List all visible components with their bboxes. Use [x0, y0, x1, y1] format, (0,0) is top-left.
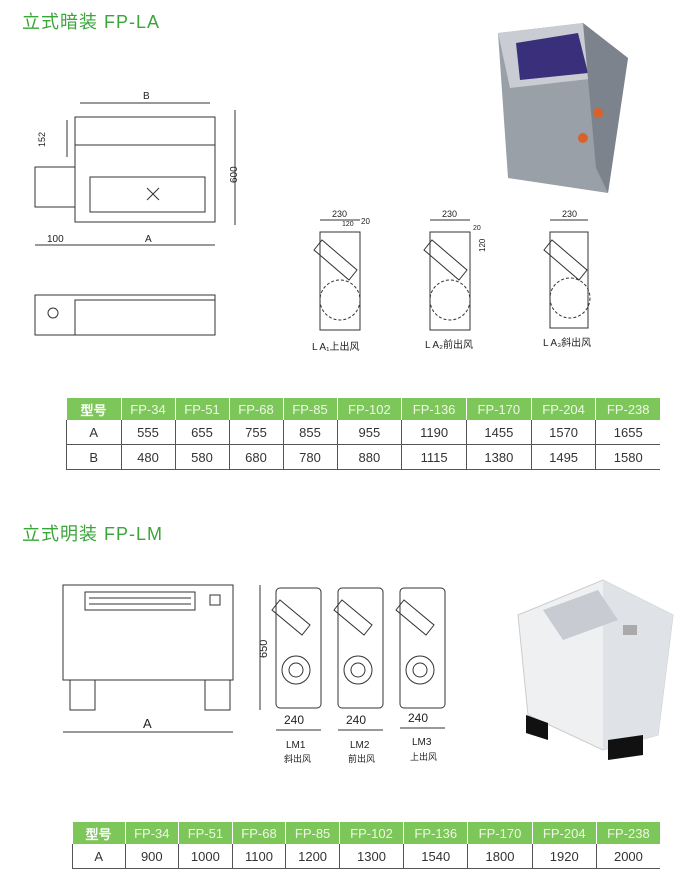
cell: 680	[229, 444, 284, 470]
cell: 1655	[595, 420, 660, 445]
fp-lm-dimension-table: 型号 FP-34 FP-51 FP-68 FP-85 FP-102 FP-136…	[72, 822, 660, 869]
dim-a: A	[143, 716, 152, 731]
dim-20: 20	[361, 217, 370, 226]
fp-la-dimension-table: 型号 FP-34 FP-51 FP-68 FP-85 FP-102 FP-136…	[66, 398, 660, 470]
header-cell: FP-170	[466, 398, 532, 420]
fp-lm-product-photo	[517, 579, 674, 760]
dim-b: B	[143, 91, 150, 102]
dim-120: 120	[478, 238, 487, 252]
header-cell: FP-68	[229, 398, 284, 420]
side-view-lm3: 240 LM3 上出风	[395, 587, 446, 762]
header-cell: FP-170	[467, 822, 533, 844]
cell: 1570	[531, 420, 597, 445]
cell: B	[66, 444, 122, 470]
cell: 955	[337, 420, 403, 445]
side-view-la1: 230 120 20 L A₁上出风	[312, 209, 370, 353]
cell: 1115	[401, 444, 467, 470]
table-header-row: 型号 FP-34 FP-51 FP-68 FP-85 FP-102 FP-136…	[72, 822, 660, 844]
dim-152: 152	[37, 132, 47, 147]
fp-la-front-drawing: B 152 600 100 A	[34, 91, 240, 336]
table-row: B 480 580 680 780 880 1115 1380 1495 158…	[66, 444, 660, 470]
side-view-label: 上出风	[410, 751, 437, 762]
header-cell: FP-136	[401, 398, 467, 420]
side-view-label: 斜出风	[284, 753, 311, 764]
cell: 1495	[531, 444, 597, 470]
header-cell: FP-51	[175, 398, 230, 420]
header-cell: FP-204	[531, 398, 597, 420]
cell: 1100	[232, 844, 287, 869]
dim-a: A	[145, 234, 152, 245]
cell: 1455	[466, 420, 532, 445]
side-view-la3: 230 L A₃斜出风	[543, 209, 591, 349]
fp-la-product-photo	[498, 23, 628, 193]
header-cell: FP-204	[532, 822, 597, 844]
side-view-lm2: 240 LM2 前出风	[333, 587, 384, 764]
header-cell: FP-238	[596, 822, 660, 844]
side-view-label: L A₁上出风	[312, 340, 359, 353]
side-view-label: 前出风	[348, 753, 375, 764]
cell: 1000	[178, 844, 233, 869]
dim-100: 100	[47, 234, 64, 245]
header-cell: FP-136	[403, 822, 469, 844]
dim-230: 230	[562, 209, 577, 219]
dim-20: 20	[473, 225, 481, 232]
side-view-label: L A₃斜出风	[543, 336, 591, 349]
cell: 1920	[532, 844, 597, 869]
dim-240: 240	[408, 711, 428, 725]
table-row: A 555 655 755 855 955 1190 1455 1570 165…	[66, 420, 660, 445]
cell: 900	[125, 844, 180, 869]
side-view-lm1: 240 LM1 斜出风	[271, 587, 322, 764]
header-cell: FP-68	[232, 822, 287, 844]
header-cell: FP-102	[339, 822, 405, 844]
cell: 1800	[467, 844, 533, 869]
dim-650: 650	[258, 640, 270, 658]
cell: 2000	[596, 844, 660, 869]
dim-230: 230	[442, 209, 457, 219]
side-view-la2: 230 20 120 L A₂前出风	[423, 209, 487, 351]
header-cell: FP-102	[337, 398, 403, 420]
cell: 755	[229, 420, 284, 445]
table-row: A 900 1000 1100 1200 1300 1540 1800 1920…	[72, 844, 660, 869]
dim-240: 240	[346, 713, 366, 727]
header-cell: 型号	[66, 398, 122, 420]
dim-240: 240	[284, 713, 304, 727]
section-title-fp-la: 立式暗装 FP-LA	[22, 12, 161, 32]
section-title-fp-lm: 立式明装 FP-LM	[22, 524, 164, 544]
cell: 855	[283, 420, 338, 445]
side-view-code: LM3	[412, 737, 432, 748]
dim-230: 230	[332, 209, 347, 219]
side-view-code: LM2	[350, 740, 370, 751]
cell: A	[66, 420, 122, 445]
cell: 1540	[403, 844, 469, 869]
cell: 580	[175, 444, 230, 470]
cell: 480	[121, 444, 176, 470]
header-cell: FP-85	[283, 398, 338, 420]
header-cell: FP-85	[285, 822, 340, 844]
cell: 1380	[466, 444, 532, 470]
cell: A	[72, 844, 126, 869]
cell: 1200	[285, 844, 340, 869]
header-cell: 型号	[72, 822, 126, 844]
cell: 780	[283, 444, 338, 470]
fp-lm-side-views: 240 LM1 斜出风 240 LM2 前出风 240 LM3 上出风	[271, 587, 446, 764]
dim-600: 600	[229, 166, 240, 183]
table-header-row: 型号 FP-34 FP-51 FP-68 FP-85 FP-102 FP-136…	[66, 398, 660, 420]
cell: 1580	[595, 444, 660, 470]
side-view-code: LM1	[286, 740, 306, 751]
header-cell: FP-51	[178, 822, 233, 844]
cell: 655	[175, 420, 230, 445]
header-cell: FP-34	[121, 398, 176, 420]
cell: 1300	[339, 844, 405, 869]
cell: 880	[337, 444, 403, 470]
cell: 555	[121, 420, 176, 445]
fp-la-side-views: 230 120 20 L A₁上出风 230 20 120 L A₂前出风 23…	[312, 209, 591, 353]
header-cell: FP-34	[125, 822, 180, 844]
cell: 1190	[401, 420, 467, 445]
fp-lm-front-drawing: 650 A	[62, 584, 270, 733]
header-cell: FP-238	[595, 398, 660, 420]
side-view-label: L A₂前出风	[425, 338, 473, 351]
dim-120: 120	[342, 221, 354, 228]
